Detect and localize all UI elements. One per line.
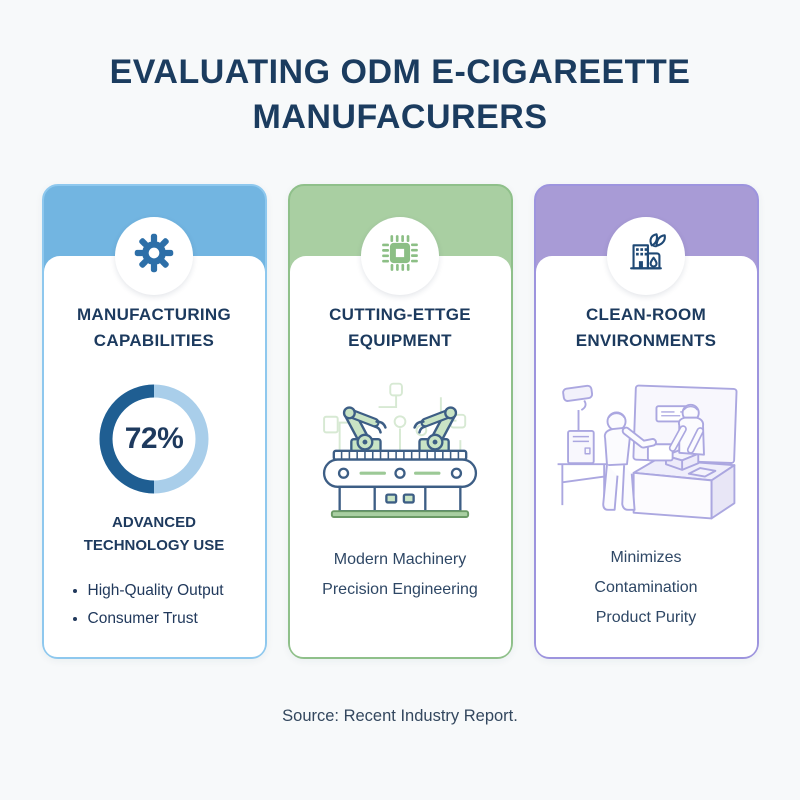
card3-title: CLEAN-ROOM ENVIRONMENTS — [575, 304, 717, 351]
card2-icon-circle — [361, 216, 439, 295]
card2-captions: Modern Machinery Precision Engineering — [290, 545, 511, 604]
caption-line: Minimizes — [610, 549, 682, 567]
page-title: EVALUATING ODM E-CIGAREETTE MANUFACURERS — [109, 53, 691, 136]
cards-row: MANUFACTURING CAPABILITIES 72% ADVANCED … — [0, 183, 800, 659]
donut-ring — [99, 384, 209, 494]
list-item: Consumer Trust — [88, 605, 265, 632]
card-cutting-edge-equipment: CUTTING-ETTGE EQUIPMENT — [287, 183, 513, 659]
caption-line: Contamination — [594, 579, 698, 597]
card3-icon-circle — [607, 216, 685, 295]
robotic-arms-illustration — [290, 372, 511, 523]
card3-body: CLEAN-ROOM ENVIRONMENTS — [535, 255, 757, 657]
card2-body: CUTTING-ETTGE EQUIPMENT — [289, 255, 511, 657]
stat-label: ADVANCED TECHNOLOGY USE — [83, 514, 225, 554]
list-item: High-Quality Output — [88, 577, 265, 604]
card2-title: CUTTING-ETTGE EQUIPMENT — [329, 304, 471, 351]
caption-line: Precision Engineering — [322, 581, 478, 599]
card1-body: MANUFACTURING CAPABILITIES 72% ADVANCED … — [43, 255, 265, 657]
eco-factory-icon — [623, 230, 669, 281]
card-manufacturing-capabilities: MANUFACTURING CAPABILITIES 72% ADVANCED … — [41, 183, 267, 659]
card3-captions: Minimizes Contamination Product Purity — [536, 543, 757, 632]
caption-line: Product Purity — [595, 608, 697, 626]
clean-room-illustration — [536, 372, 757, 531]
donut-chart: 72% — [93, 378, 215, 500]
gear-icon — [132, 231, 176, 280]
benefit-list: High-Quality Output Consumer Trust — [88, 577, 265, 631]
source-note: Source: Recent Industry Report. — [282, 706, 518, 725]
microchip-icon — [378, 231, 422, 280]
card1-icon-circle — [115, 216, 193, 295]
card-clean-room-environments: CLEAN-ROOM ENVIRONMENTS — [533, 183, 759, 659]
card1-title: MANUFACTURING CAPABILITIES — [76, 304, 232, 351]
donut-value: 72% — [124, 422, 184, 456]
caption-line: Modern Machinery — [333, 551, 467, 569]
